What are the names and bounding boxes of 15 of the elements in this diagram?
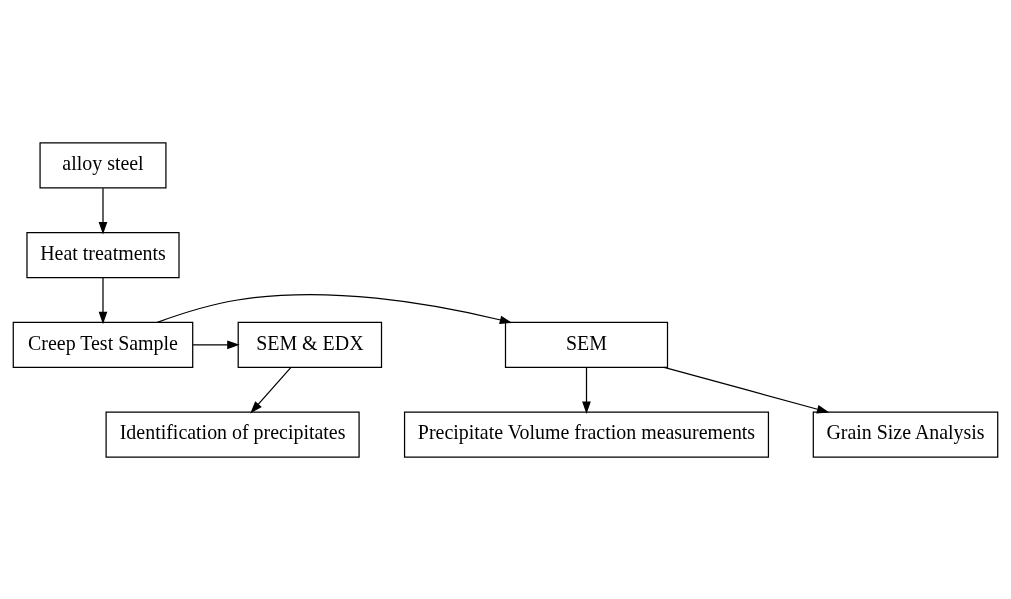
node-box: SEM bbox=[504, 321, 669, 368]
node-box: Precipitate Volume fraction measurements bbox=[403, 411, 770, 458]
arrow bbox=[156, 293, 513, 324]
node-box: Creep Test Sample bbox=[12, 321, 194, 368]
node-box: Identification of precipitates bbox=[105, 411, 360, 458]
node-box: SEM & EDX bbox=[237, 321, 383, 368]
arrow bbox=[250, 366, 292, 413]
arrow bbox=[663, 366, 830, 413]
node-box: Heat treatments bbox=[26, 231, 180, 278]
arrow bbox=[98, 187, 108, 234]
arrow bbox=[582, 366, 591, 414]
node-box: Grain Size Analysis bbox=[812, 411, 999, 458]
node-box: alloy steel bbox=[39, 141, 167, 188]
arrow bbox=[98, 276, 108, 324]
arrow bbox=[192, 340, 240, 349]
